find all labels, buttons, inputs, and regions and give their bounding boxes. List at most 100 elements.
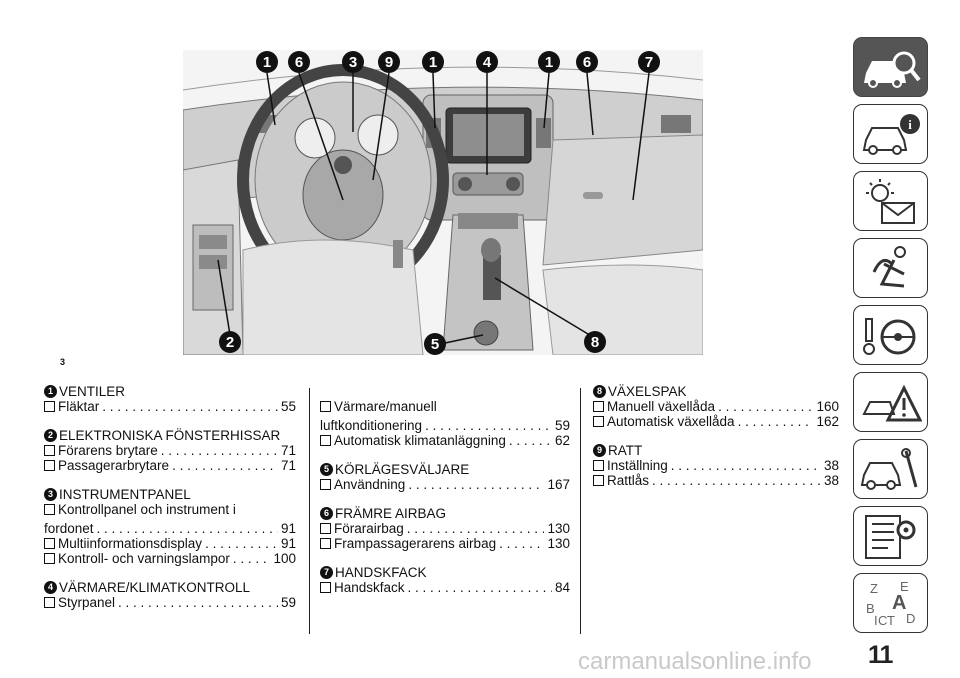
callout-7: 7 [638, 51, 660, 73]
checkbox-icon [320, 435, 331, 446]
tab-starting-driving[interactable] [853, 305, 928, 365]
car-warning-triangle-icon [862, 384, 922, 422]
dashboard-illustration: 1 6 3 9 1 4 1 6 7 2 5 8 [183, 50, 703, 355]
index-entry[interactable]: Automatisk klimatanläggning62 [320, 433, 570, 448]
car-info-icon: i [862, 114, 920, 155]
section-title: RATT [608, 443, 643, 458]
tab-safety[interactable] [853, 238, 928, 298]
svg-text:T: T [887, 613, 895, 628]
index-entry[interactable]: Fläktar55 [44, 399, 296, 414]
watermark: carmanualsonline.info [578, 648, 812, 675]
index-entry[interactable]: Förarens brytare71 [44, 443, 296, 458]
checkbox-icon [320, 401, 331, 412]
section-number: 1 [44, 385, 57, 398]
checkbox-icon [44, 401, 55, 412]
checkbox-icon [320, 479, 331, 490]
index-entry[interactable]: Förarairbag130 [320, 521, 570, 536]
svg-text:1: 1 [545, 54, 553, 71]
car-tools-icon [860, 448, 918, 490]
index-letters-icon: Z E B A C I T D [866, 579, 915, 628]
svg-text:I: I [874, 613, 878, 628]
index-entry[interactable]: Passagerarbrytare71 [44, 458, 296, 473]
callout-5: 5 [424, 333, 446, 355]
svg-text:4: 4 [483, 54, 492, 71]
checkbox-icon [593, 416, 604, 427]
index-entry[interactable]: Frampassagerarens airbag130 [320, 536, 570, 551]
tab-getting-to-know-car[interactable] [853, 37, 928, 97]
index-entry-continued[interactable]: luftkonditionering59 [320, 418, 570, 433]
svg-text:5: 5 [431, 336, 439, 353]
checkbox-icon [44, 504, 55, 515]
index-entry[interactable]: Manuell växellåda160 [593, 399, 839, 414]
index-entry[interactable]: Värmare/manuell [320, 399, 570, 414]
index-entry-continued[interactable]: fordonet91 [44, 521, 296, 536]
svg-text:7: 7 [645, 54, 653, 71]
tab-knowing-dashboard[interactable]: i [853, 104, 928, 164]
index-entry[interactable]: Styrpanel59 [44, 595, 296, 610]
section-title: VENTILER [59, 384, 126, 399]
callout-8: 8 [584, 331, 606, 353]
document-settings-icon [865, 515, 916, 559]
section-title: INSTRUMENTPANEL [59, 487, 191, 502]
index-entry[interactable]: Kontrollpanel och instrument i [44, 502, 296, 517]
index-entry[interactable]: Automatisk växellåda162 [593, 414, 839, 429]
section-title: VÄXELSPAK [608, 384, 687, 399]
callout-1a: 1 [256, 51, 278, 73]
section-title: ELEKTRONISKA FÖNSTERHISSAR [59, 428, 281, 443]
index-entry[interactable]: Användning167 [320, 477, 570, 492]
callout-2: 2 [219, 331, 241, 353]
checkbox-icon [44, 460, 55, 471]
index-column-2: Värmare/manuell luftkonditionering59 Aut… [320, 399, 570, 595]
index-entry[interactable]: Rattlås38 [593, 473, 839, 488]
checkbox-icon [44, 538, 55, 549]
index-entry[interactable]: Kontroll- och varningslampor100 [44, 551, 296, 566]
tab-in-emergency[interactable] [853, 372, 928, 432]
section-number: 2 [44, 429, 57, 442]
svg-text:3: 3 [349, 54, 357, 71]
section-number: 6 [320, 507, 333, 520]
index-entry[interactable]: Handskfack84 [320, 580, 570, 595]
section-number: 9 [593, 444, 606, 457]
section-title: VÄRMARE/KLIMATKONTROLL [59, 580, 251, 595]
svg-text:D: D [906, 611, 915, 626]
svg-text:A: A [892, 592, 906, 614]
warning-lights-icon [866, 179, 915, 224]
tab-warning-lights[interactable] [853, 171, 928, 231]
section-title: FRÄMRE AIRBAG [335, 506, 447, 521]
index-entry[interactable]: Multiinformationsdisplay91 [44, 536, 296, 551]
seat-airbag-icon [872, 246, 906, 288]
checkbox-icon [320, 523, 331, 534]
column-divider [309, 388, 310, 634]
callout-1c: 1 [538, 51, 560, 73]
section-title: HANDSKFACK [335, 565, 427, 580]
car-search-icon [864, 51, 921, 88]
tab-servicing-care[interactable] [853, 439, 928, 499]
checkbox-icon [44, 597, 55, 608]
tab-technical-specifications[interactable] [853, 506, 928, 566]
checkbox-icon [320, 538, 331, 549]
callout-6b: 6 [576, 51, 598, 73]
svg-text:B: B [866, 601, 875, 616]
svg-text:8: 8 [591, 334, 599, 351]
svg-text:i: i [908, 117, 912, 132]
column-divider [580, 388, 581, 634]
callout-6a: 6 [288, 51, 310, 73]
checkbox-icon [593, 475, 604, 486]
figure-number: 3 [60, 357, 66, 367]
index-entry[interactable]: Inställning38 [593, 458, 839, 473]
callout-9: 9 [378, 51, 400, 73]
svg-text:9: 9 [385, 54, 393, 71]
checkbox-icon [44, 553, 55, 564]
checkbox-icon [320, 582, 331, 593]
tab-index[interactable]: Z E B A C I T D [853, 573, 928, 633]
section-number: 5 [320, 463, 333, 476]
